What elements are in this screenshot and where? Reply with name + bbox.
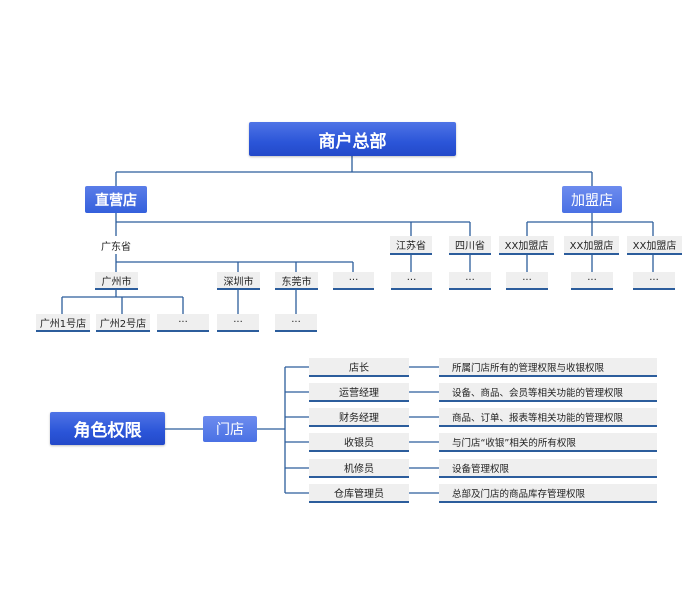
role-cashier: 收银员 <box>309 433 409 452</box>
franchise-store-1: XX加盟店 <box>499 236 554 255</box>
store-node: 门店 <box>203 416 257 442</box>
franchise-store-2: XX加盟店 <box>564 236 619 255</box>
roles-title-node: 角色权限 <box>50 412 165 445</box>
franchise-store-node: 加盟店 <box>562 186 622 213</box>
hq-node: 商户总部 <box>249 122 456 156</box>
city-guangzhou: 广州市 <box>95 272 138 290</box>
store-guangzhou-2: 广州2号店 <box>96 314 150 332</box>
role-warehouse-manager: 仓库管理员 <box>309 484 409 503</box>
role-desc-store-manager: 所属门店所有的管理权限与收银权限 <box>439 358 657 377</box>
role-desc-cashier: 与门店“收银”相关的所有权限 <box>439 433 657 452</box>
shenzhen-more: ··· <box>217 314 259 332</box>
franchise-more-3: ··· <box>633 272 675 290</box>
role-desc-operations-manager: 设备、商品、会员等相关功能的管理权限 <box>439 383 657 402</box>
franchise-store-3: XX加盟店 <box>627 236 682 255</box>
role-finance-manager: 财务经理 <box>309 408 409 427</box>
franchise-more-2: ··· <box>571 272 613 290</box>
role-operations-manager: 运营经理 <box>309 383 409 402</box>
dongguan-more: ··· <box>275 314 317 332</box>
role-desc-mechanic: 设备管理权限 <box>439 459 657 478</box>
province-jiangsu: 江苏省 <box>390 236 432 255</box>
role-store-manager: 店长 <box>309 358 409 377</box>
role-mechanic: 机修员 <box>309 459 409 478</box>
guangzhou-more: ··· <box>157 314 209 332</box>
role-desc-warehouse-manager: 总部及门店的商品库存管理权限 <box>439 484 657 503</box>
province-sichuan: 四川省 <box>449 236 491 255</box>
jiangsu-more: ··· <box>391 272 432 290</box>
sichuan-more: ··· <box>449 272 491 290</box>
city-shenzhen: 深圳市 <box>217 272 260 290</box>
city-more: ··· <box>333 272 374 290</box>
direct-store-node: 直营店 <box>85 186 147 213</box>
role-desc-finance-manager: 商品、订单、报表等相关功能的管理权限 <box>439 408 657 427</box>
store-guangzhou-1: 广州1号店 <box>36 314 90 332</box>
city-dongguan: 东莞市 <box>275 272 318 290</box>
franchise-more-1: ··· <box>506 272 548 290</box>
province-guangdong: 广东省 <box>95 236 137 254</box>
